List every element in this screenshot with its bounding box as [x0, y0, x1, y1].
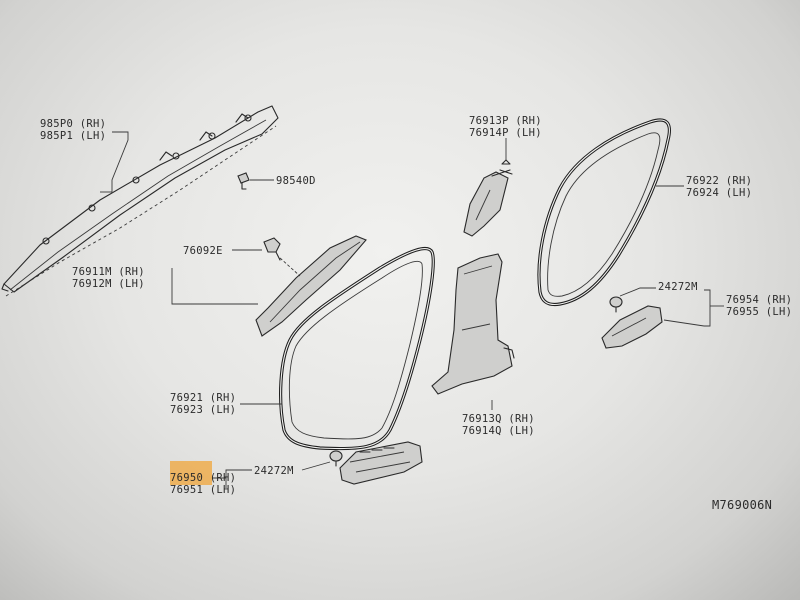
label-front-sill-lh: 76951 (LH) [170, 484, 236, 496]
label-airbag-lh: 985P1 (LH) [40, 130, 106, 142]
b-pillar-upper-garnish [463, 138, 513, 237]
label-b-pillar-lower-rh: 76913Q (RH) [462, 413, 535, 425]
highlight-marker [170, 461, 212, 485]
a-pillar-garnish [255, 235, 367, 337]
label-b-pillar-upper-lh: 76914P (LH) [469, 127, 542, 139]
rear-weatherstrip [537, 118, 672, 307]
label-clip-24272m-rear: 24272M [658, 281, 698, 293]
rear-kicking-plate [601, 305, 663, 349]
label-front-weatherstrip-rh: 76921 (RH) [170, 392, 236, 404]
b-pillar-lower-garnish [431, 253, 515, 395]
label-airbag-rh: 985P0 (RH) [40, 118, 106, 130]
label-clip-24272m-front: 24272M [254, 465, 294, 477]
label-rear-weatherstrip-lh: 76924 (LH) [686, 187, 752, 199]
label-rear-sill-lh: 76955 (LH) [726, 306, 792, 318]
label-front-weatherstrip-lh: 76923 (LH) [170, 404, 236, 416]
curtain-airbag [1, 105, 279, 297]
label-clip-76092e: 76092E [183, 245, 223, 257]
label-b-pillar-lower-lh: 76914Q (LH) [462, 425, 535, 437]
front-kicking-plate [339, 441, 423, 485]
front-weatherstrip [279, 246, 435, 451]
clip-24272m-rear [609, 287, 656, 313]
label-a-pillar-lh: 76912M (LH) [72, 278, 145, 290]
label-b-pillar-upper-rh: 76913P (RH) [469, 115, 542, 127]
label-rear-weatherstrip-rh: 76922 (RH) [686, 175, 752, 187]
label-clip-98540d: 98540D [276, 175, 316, 187]
label-front-sill-rh: 76950 (RH) [170, 472, 236, 484]
label-rear-sill-rh: 76954 (RH) [726, 294, 792, 306]
clip-76092e [263, 237, 301, 277]
clip-98540d [237, 172, 274, 190]
label-a-pillar-rh: 76911M (RH) [72, 266, 145, 278]
figure-code: M769006N [712, 498, 772, 512]
clip-24272m-front [301, 450, 343, 471]
